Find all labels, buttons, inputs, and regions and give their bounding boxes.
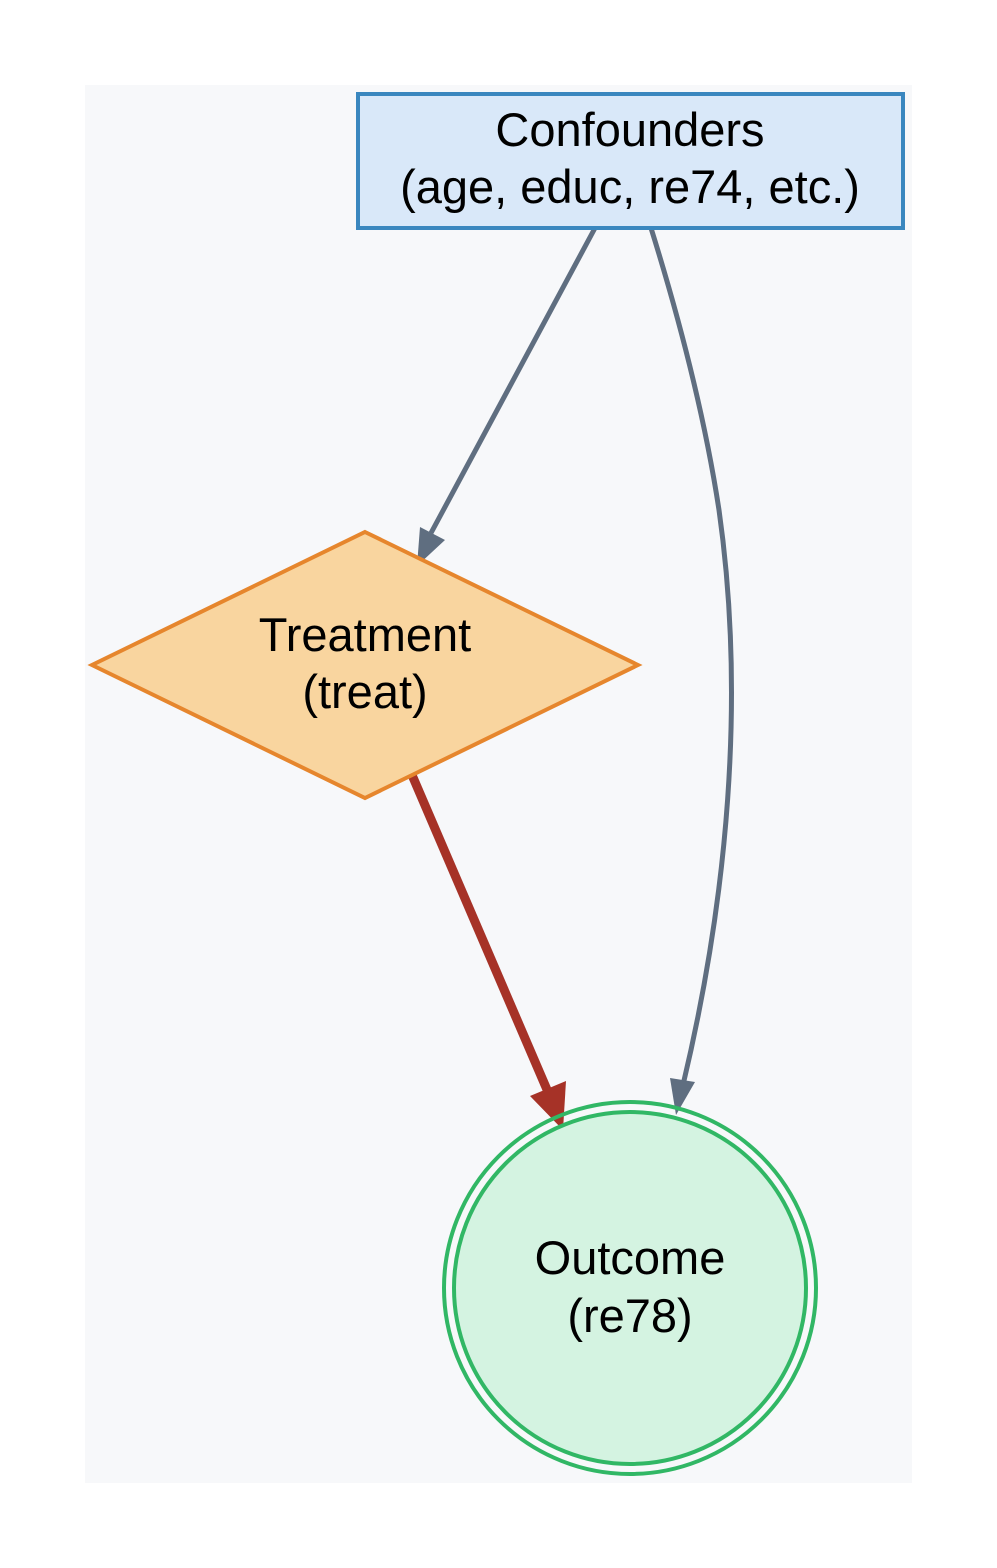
outcome-label-line2: (re78) (567, 1289, 692, 1342)
node-confounders: Confounders (age, educ, re74, etc.) (356, 92, 905, 230)
node-treatment: Treatment (treat) (87, 529, 643, 801)
edge-confounders-to-outcome (648, 227, 734, 1115)
treatment-label-line2: (treat) (302, 665, 427, 718)
node-outcome: Outcome (re78) (442, 1100, 818, 1476)
treatment-label-line1: Treatment (259, 608, 471, 661)
edge-confounders-to-treatment (417, 226, 598, 566)
confounders-label-line2: (age, educ, re74, etc.) (400, 160, 860, 213)
edge-arrowhead (417, 527, 445, 566)
edge-arrowhead (670, 1078, 695, 1115)
outcome-outer-ring (442, 1100, 818, 1476)
outcome-inner-circle (452, 1110, 808, 1466)
treatment-diamond (87, 529, 643, 801)
outcome-label-line1: Outcome (535, 1231, 726, 1284)
confounders-label-line1: Confounders (495, 103, 764, 156)
confounders-box (356, 92, 905, 230)
